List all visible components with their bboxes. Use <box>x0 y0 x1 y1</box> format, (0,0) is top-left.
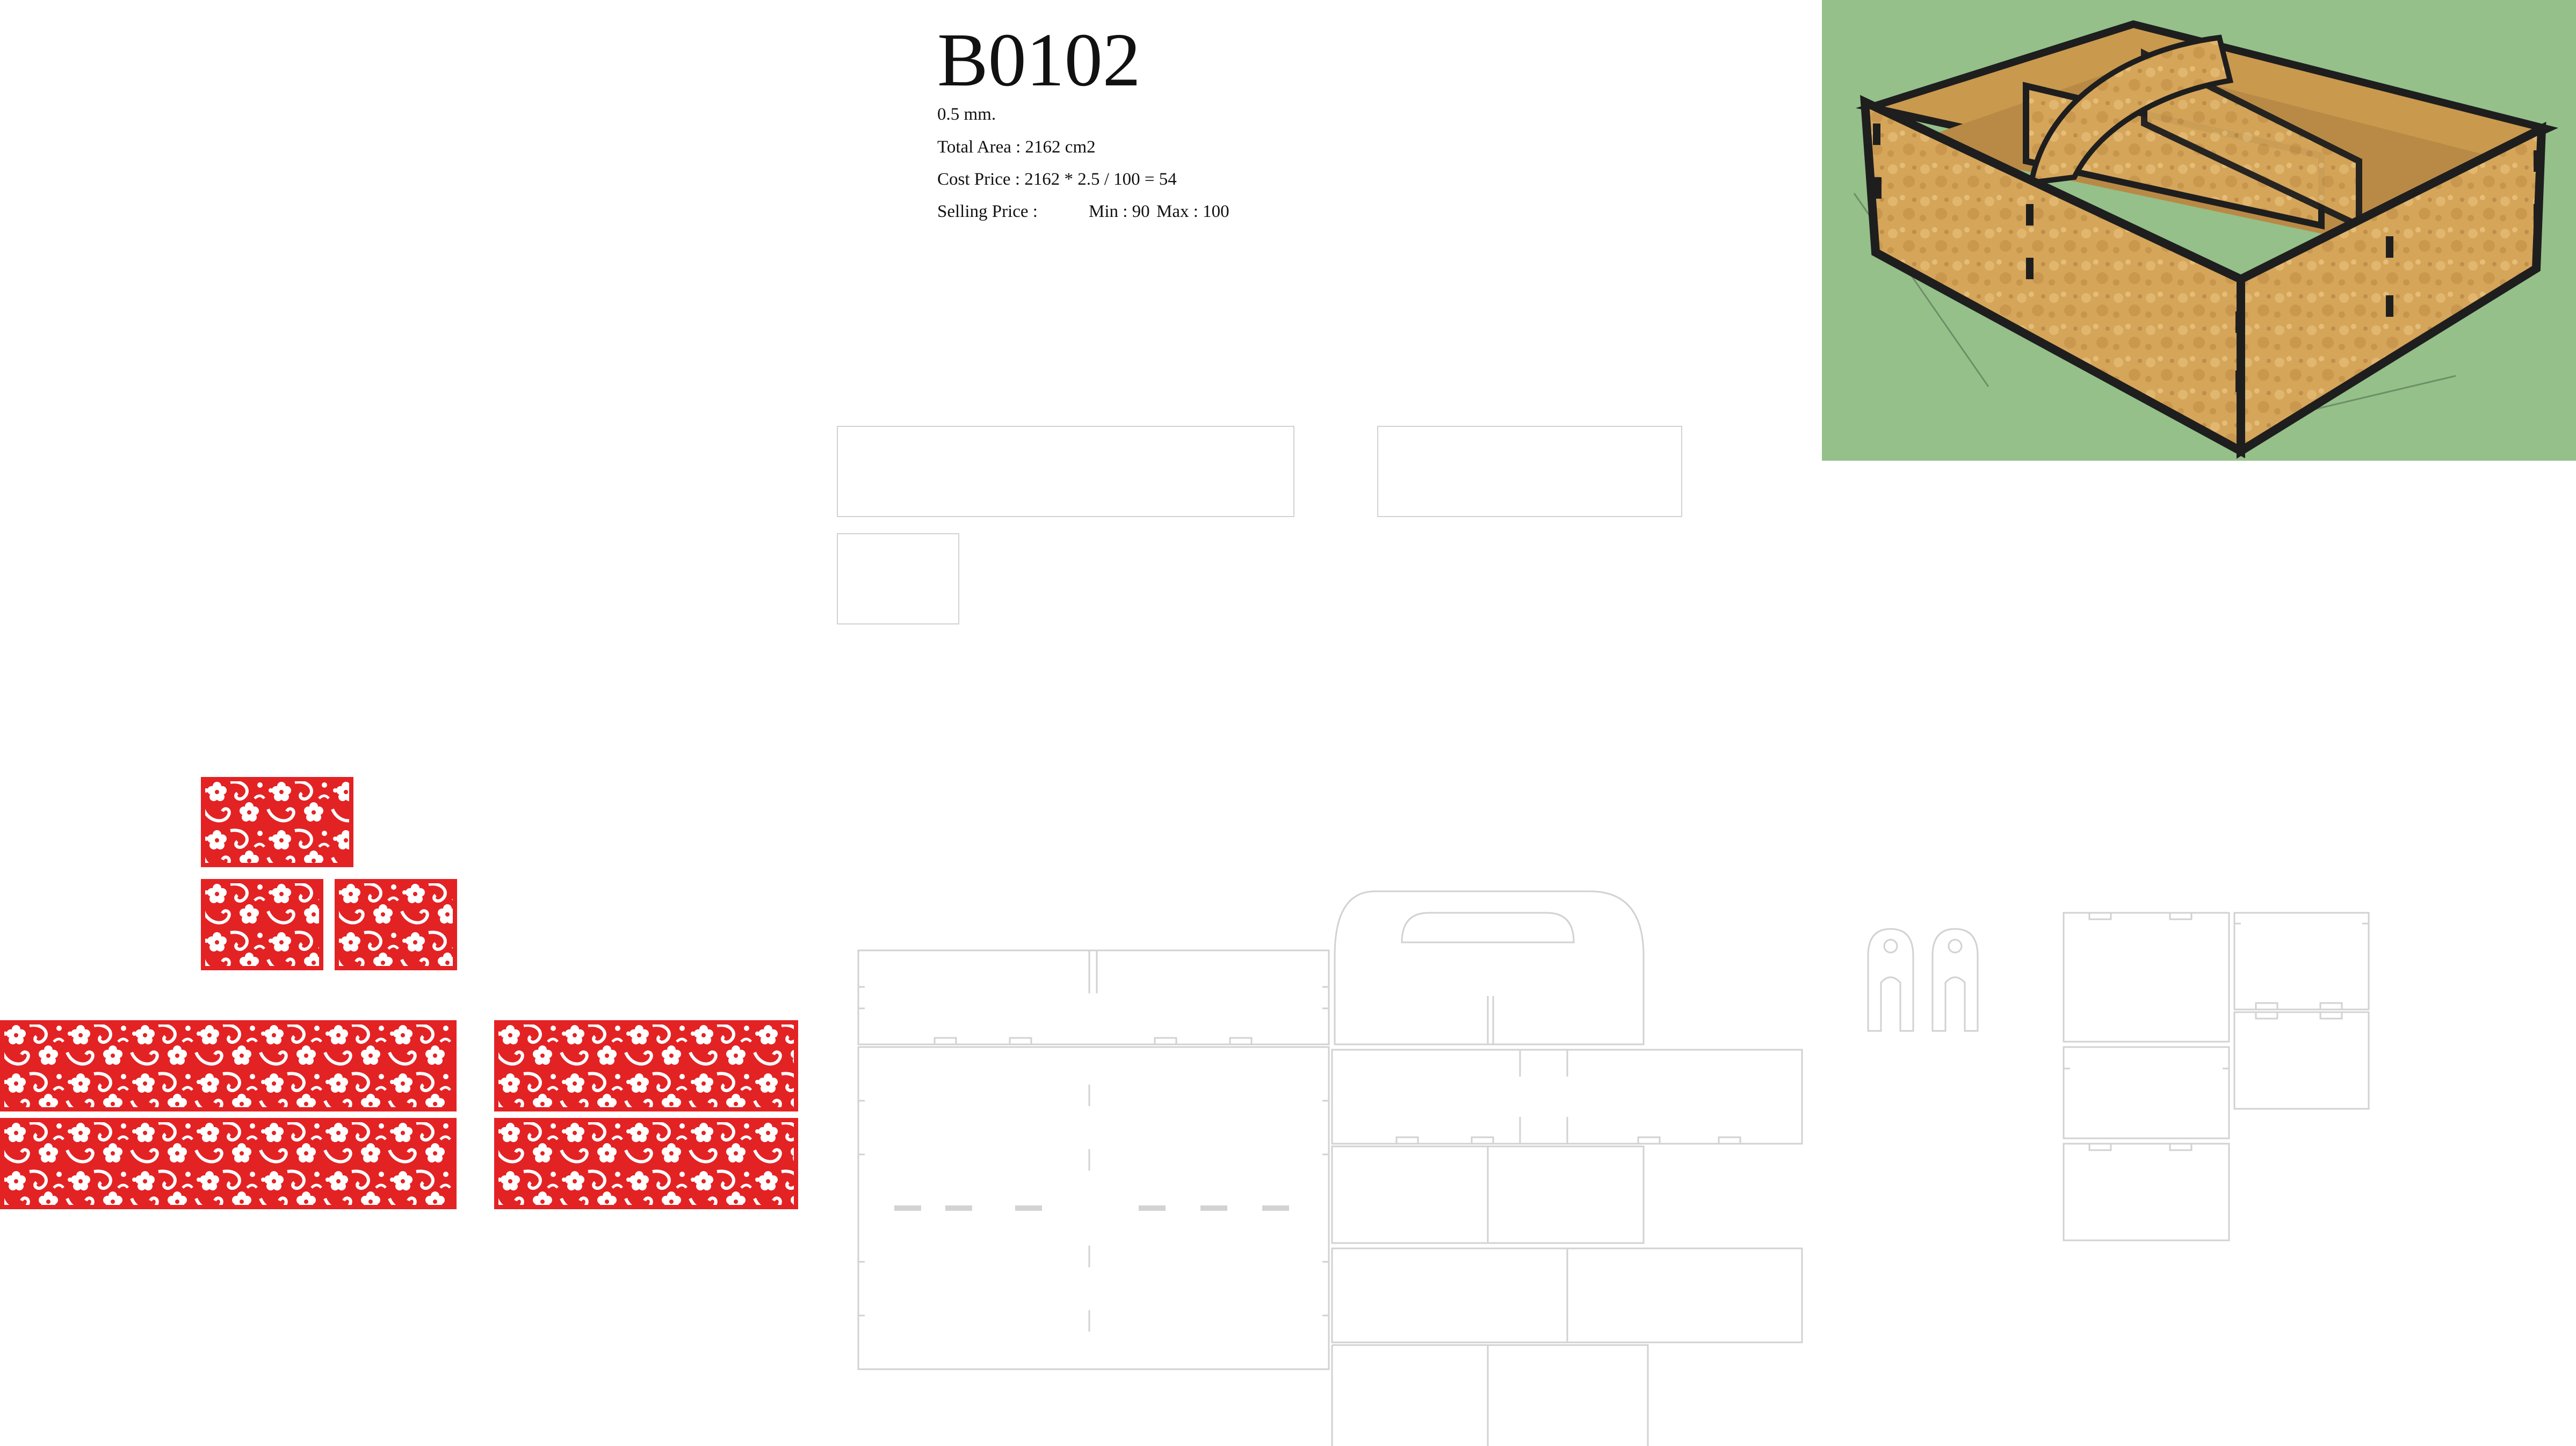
floral-swirl-pattern-icon <box>205 781 349 863</box>
floral-swirl-pattern-icon <box>498 1122 794 1205</box>
blank-panel-large <box>837 426 1294 517</box>
selling-price-row: Selling Price : Min : 90 Max : 100 <box>937 203 1229 221</box>
floral-panel-medium-1 <box>494 1020 798 1111</box>
selling-price-min: Min : 90 <box>1089 202 1150 221</box>
floral-swirl-pattern-icon <box>4 1122 452 1205</box>
cost-price-text: Cost Price : 2162 * 2.5 / 100 = 54 <box>937 170 1177 189</box>
selling-price-max: Max : 100 <box>1156 202 1229 221</box>
floral-swirl-pattern-icon <box>4 1024 452 1107</box>
blank-panel-medium <box>1377 426 1682 517</box>
tray-3d-preview <box>1822 0 2576 461</box>
floral-swirl-pattern-icon <box>498 1024 794 1107</box>
wooden-tray-with-handle-3d-icon <box>1853 20 2558 459</box>
floral-panel-long-2 <box>0 1118 457 1209</box>
selling-price-label: Selling Price : <box>937 202 1038 221</box>
floral-panel-long-1 <box>0 1020 457 1111</box>
thickness-text: 0.5 mm. <box>937 105 996 124</box>
product-code: B0102 <box>937 17 1141 102</box>
floral-panel-small-top <box>201 777 353 867</box>
floral-panel-small-left <box>201 879 323 970</box>
blank-panel-small <box>837 533 959 624</box>
floral-swirl-pattern-icon <box>205 883 319 966</box>
total-area-text: Total Area : 2162 cm2 <box>937 137 1096 157</box>
floral-swirl-pattern-icon <box>339 883 453 966</box>
floral-panel-small-right <box>335 879 457 970</box>
floral-panel-medium-2 <box>494 1118 798 1209</box>
